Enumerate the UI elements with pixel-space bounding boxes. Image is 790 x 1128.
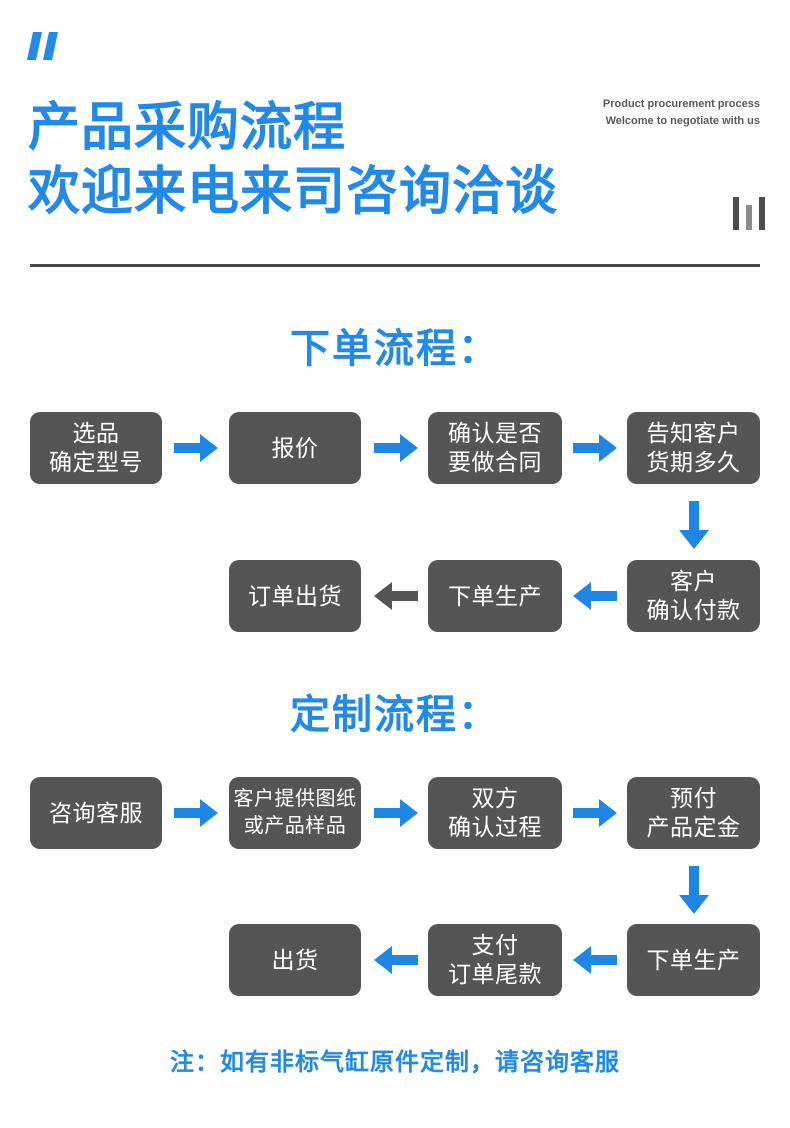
stage-box-custom-5[interactable]: 出货 [229,924,361,996]
stage-line: 确认是否 [448,420,542,446]
section-heading-custom: 定制流程： [290,693,500,737]
left-arrow-icon [374,582,418,610]
right-arrow-icon [374,799,418,827]
left-arrow-icon [374,946,418,974]
header-divider [30,264,760,267]
stage-line: 要做合同 [448,449,542,475]
right-arrow-icon [573,434,617,462]
stage-line: 订单尾款 [448,961,542,987]
stage-box-order-7[interactable]: 客户 确认付款 [627,560,760,632]
stage-line: 下单生产 [448,582,542,609]
section-heading-order: 下单流程： [290,327,500,371]
stage-line: 客户提供图纸 [233,788,357,810]
stage-line: 订单出货 [248,582,342,609]
stage-box-order-2[interactable]: 报价 [229,412,361,484]
title-line-1: 产品采购流程 [28,99,347,157]
stage-box-custom-6[interactable]: 支付 订单尾款 [428,924,562,996]
stage-line: 确定型号 [49,449,143,475]
bars-decoration-icon [733,194,767,230]
right-arrow-icon [573,799,617,827]
right-arrow-icon [174,799,218,827]
stage-box-order-3[interactable]: 确认是否 要做合同 [428,412,562,484]
stage-box-custom-1[interactable]: 咨询客服 [30,777,162,849]
stage-line: 双方 [471,785,519,811]
stage-line: 下单生产 [646,946,741,973]
down-arrow-icon [679,501,709,549]
left-arrow-icon [573,946,617,974]
right-arrow-icon [174,434,218,462]
title-line-2: 欢迎来电来司咨询洽谈 [28,163,559,221]
down-arrow-icon [679,866,709,914]
stage-line: 报价 [271,434,319,461]
stage-line: 客户 [670,568,717,594]
stage-box-order-5[interactable]: 订单出货 [229,560,361,632]
stage-box-order-6[interactable]: 下单生产 [428,560,562,632]
stage-line: 预付 [670,785,717,811]
right-arrow-icon [374,434,418,462]
stage-line: 告知客户 [646,420,741,446]
stage-line: 货期多久 [646,449,741,475]
english-line-1: Product procurement process [602,98,760,110]
left-arrow-icon [573,582,617,610]
stage-box-custom-3[interactable]: 双方 确认过程 [428,777,562,849]
stage-box-order-1[interactable]: 选品 确定型号 [30,412,162,484]
stage-line: 产品定金 [646,814,741,840]
stage-line: 出货 [271,946,319,973]
stage-line: 支付 [471,932,519,958]
stage-line: 确认付款 [646,597,741,623]
english-subtitle: Product procurement process Welcome to n… [603,96,760,130]
stage-box-order-4[interactable]: 告知客户 货期多久 [627,412,760,484]
stage-box-custom-4[interactable]: 预付 产品定金 [627,777,760,849]
quote-mark-icon [27,32,68,62]
stage-line: 咨询客服 [49,799,143,826]
stage-box-custom-7[interactable]: 下单生产 [627,924,760,996]
page-header: 产品采购流程 欢迎来电来司咨询洽谈 Product procurement pr… [0,0,790,270]
footer-note: 注：如有非标气缸原件定制，请咨询客服 [170,1049,620,1076]
stage-line: 选品 [72,420,120,446]
stage-box-custom-2[interactable]: 客户提供图纸 或产品样品 [229,777,361,849]
stage-line: 确认过程 [448,814,542,840]
english-line-2: Welcome to negotiate with us [605,115,760,127]
page-title: 产品采购流程 欢迎来电来司咨询洽谈 [28,96,628,224]
stage-line: 或产品样品 [243,815,347,837]
